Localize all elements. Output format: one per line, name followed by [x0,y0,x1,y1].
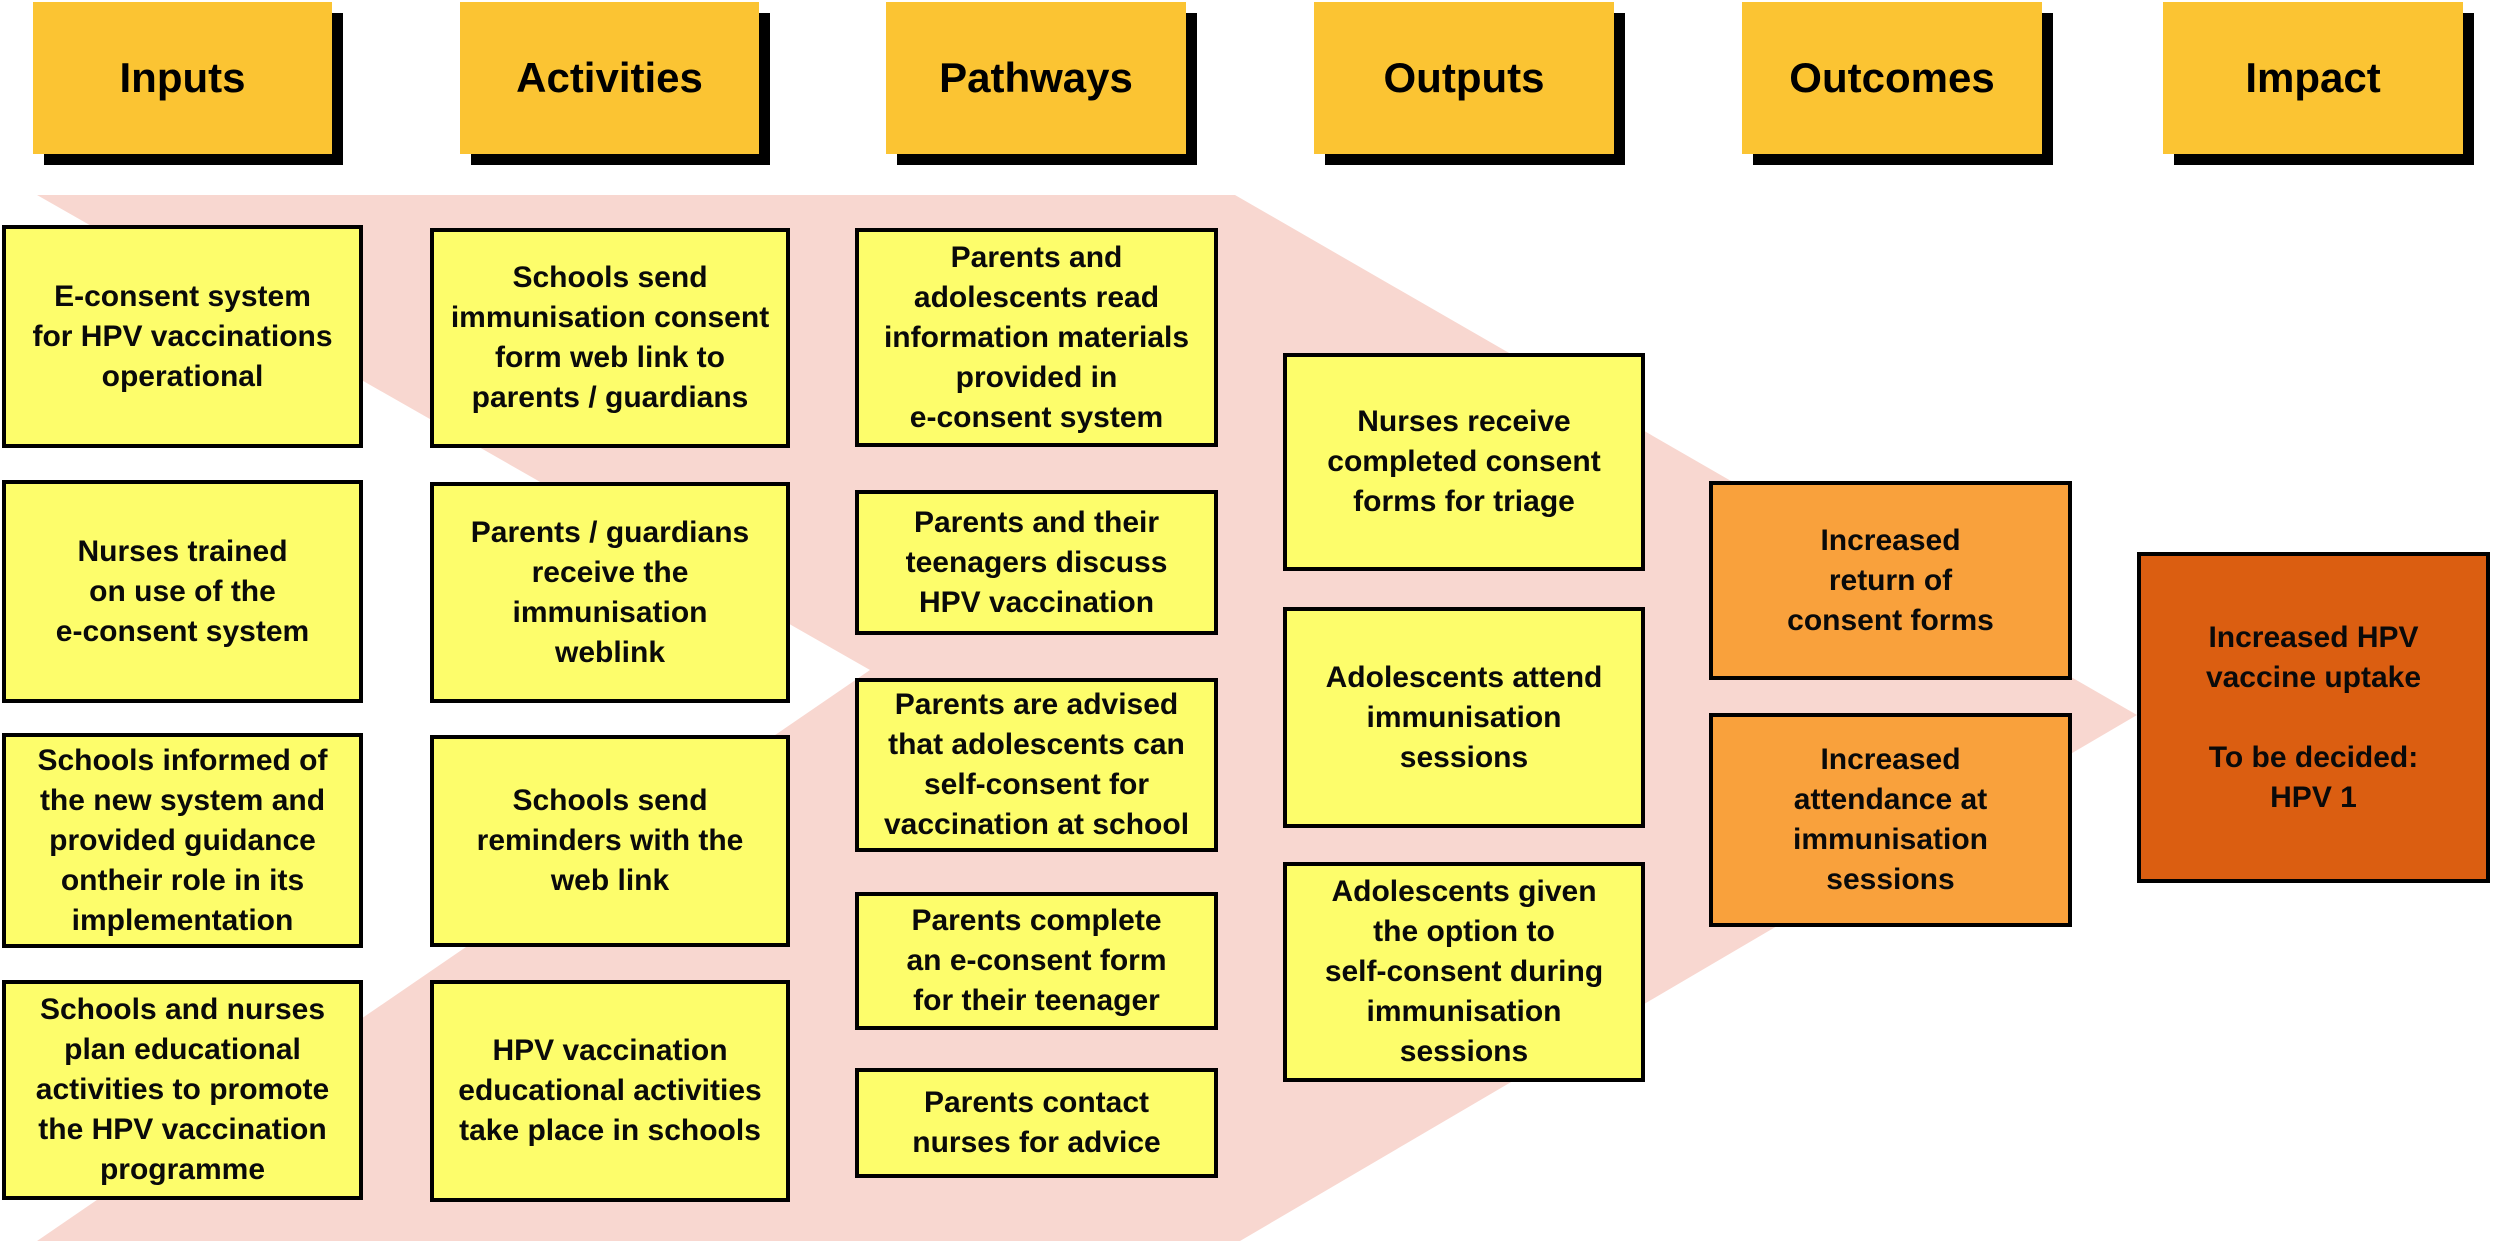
outputs-box-attend-sessions: Adolescents attend immunisation sessions [1283,607,1645,828]
activities-box-send-reminders: Schools send reminders with the web link [430,735,790,947]
pathways-box-read-information: Parents and adolescents read information… [855,228,1218,447]
outputs-box-forms-triage: Nurses receive completed consent forms f… [1283,353,1645,571]
activities-box-receive-weblink: Parents / guardians receive the immunisa… [430,482,790,703]
column-header-impact: Impact [2163,2,2463,154]
column-header-outputs: Outputs [1314,2,1614,154]
inputs-box-nurses-trained: Nurses trained on use of the e-consent s… [2,480,363,703]
pathways-box-self-consent-advice: Parents are advised that adolescents can… [855,678,1218,852]
outputs-box-self-consent-option: Adolescents given the option to self-con… [1283,862,1645,1082]
column-header-outcomes: Outcomes [1742,2,2042,154]
pathways-box-discuss-vaccination: Parents and their teenagers discuss HPV … [855,490,1218,635]
outcomes-box-increased-return: Increased return of consent forms [1709,481,2072,680]
column-header-activities: Activities [460,2,759,154]
impact-box-increased-uptake: Increased HPV vaccine uptake To be decid… [2137,552,2490,883]
inputs-box-plan-educational: Schools and nurses plan educational acti… [2,980,363,1200]
inputs-box-econsent-operational: E-consent system for HPV vaccinations op… [2,225,363,448]
activities-box-send-consent-link: Schools send immunisation consent form w… [430,228,790,448]
outcomes-box-increased-attendance: Increased attendance at immunisation ses… [1709,713,2072,927]
pathways-box-contact-nurses: Parents contact nurses for advice [855,1068,1218,1178]
inputs-box-schools-informed: Schools informed of the new system and p… [2,733,363,948]
column-header-pathways: Pathways [886,2,1186,154]
column-header-inputs: Inputs [33,2,332,154]
pathways-box-complete-econsent: Parents complete an e-consent form for t… [855,892,1218,1030]
activities-box-educational-activities: HPV vaccination educational activities t… [430,980,790,1202]
